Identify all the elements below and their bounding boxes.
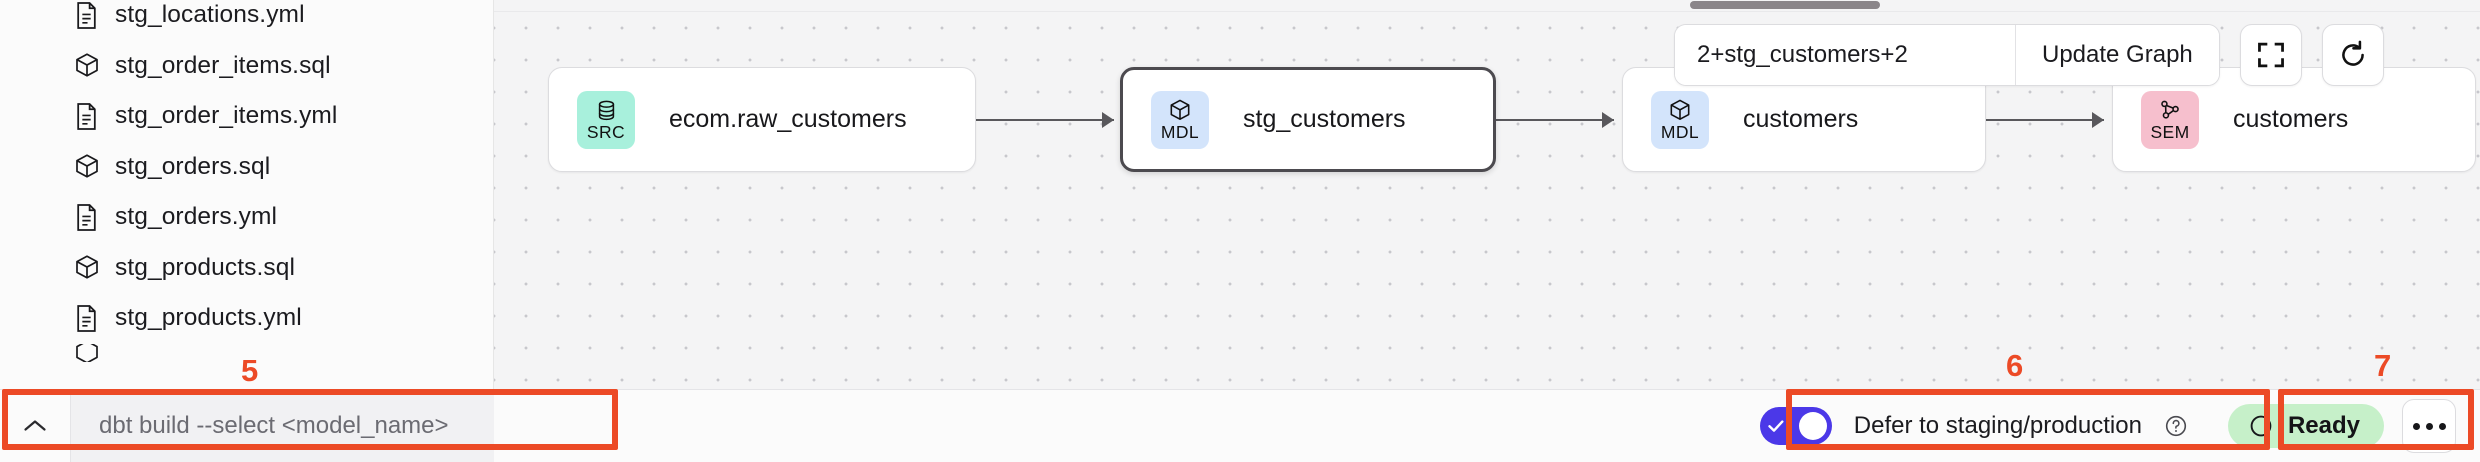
cube-sql-icon xyxy=(74,254,99,281)
file-yml-icon xyxy=(74,102,99,130)
horizontal-scrollbar[interactable] xyxy=(1690,1,1880,9)
file-name: stg_order_items.yml xyxy=(115,102,338,130)
more-dot xyxy=(2438,422,2446,430)
node-badge-label: SRC xyxy=(586,121,626,142)
cube-icon xyxy=(1170,99,1190,121)
canvas-top-divider xyxy=(494,11,2480,12)
more-dot xyxy=(2412,422,2420,430)
file-explorer-sidebar: stg_locations.yml stg_order_items.sql st… xyxy=(0,0,494,389)
node-badge-label: MDL xyxy=(1160,122,1200,142)
lineage-graph-canvas[interactable]: SRC ecom.raw_customers MDL stg_customers… xyxy=(494,0,2480,389)
toggle-knob xyxy=(1798,412,1827,440)
node-label: customers xyxy=(2233,105,2349,133)
file-name: stg_orders.yml xyxy=(115,203,278,231)
defer-label: Defer to staging/production xyxy=(1853,412,2142,439)
edge-customers-to-sem xyxy=(1984,119,2104,121)
edge-stg-to-customers xyxy=(1494,119,1614,121)
body-row: stg_locations.yml stg_order_items.sql st… xyxy=(0,0,2480,389)
file-item-stg-orders-yml[interactable]: stg_orders.yml xyxy=(0,192,493,243)
file-item-stg-order-items-yml[interactable]: stg_order_items.yml xyxy=(0,91,493,142)
file-name: stg_order_items.sql xyxy=(115,51,331,79)
status-bar-right: Defer to staging/production Ready xyxy=(494,390,2480,462)
file-yml-icon xyxy=(74,304,99,332)
cube-sql-icon xyxy=(74,153,99,180)
file-item-stg-locations-yml[interactable]: stg_locations.yml xyxy=(0,0,493,41)
cube-icon xyxy=(1670,99,1690,121)
file-name: stg_products.sql xyxy=(115,253,296,281)
file-item-stg-products-sql[interactable]: stg_products.sql xyxy=(0,243,493,294)
bottom-status-bar: dbt build --select <model_name> Defer to… xyxy=(0,389,2480,462)
status-label: Ready xyxy=(2287,412,2360,439)
node-badge-mdl: MDL xyxy=(1151,90,1209,149)
cube-sql-icon xyxy=(74,52,99,79)
node-badge-label: SEM xyxy=(2150,122,2190,142)
node-badge-sem: SEM xyxy=(2141,90,2199,149)
graph-selector-input[interactable] xyxy=(1675,25,2015,85)
defer-toggle-group[interactable]: Defer to staging/production xyxy=(1742,401,2210,451)
command-bar: dbt build --select <model_name> xyxy=(0,390,494,462)
file-name: stg_orders.sql xyxy=(115,152,271,180)
node-badge-src: SRC xyxy=(577,90,635,149)
more-options-button[interactable] xyxy=(2402,399,2456,453)
node-label: ecom.raw_customers xyxy=(669,105,907,133)
fit-to-screen-icon xyxy=(2257,42,2284,68)
semantic-icon xyxy=(2161,100,2179,119)
node-label: customers xyxy=(1743,105,1859,133)
toolbar-divider xyxy=(2015,25,2016,85)
more-dot xyxy=(2425,422,2433,430)
defer-toggle-switch[interactable] xyxy=(1759,407,1832,445)
command-input[interactable]: dbt build --select <model_name> xyxy=(71,390,494,462)
file-name: stg_locations.yml xyxy=(115,1,305,29)
arrowhead-customers-to-sem xyxy=(2092,112,2104,128)
file-item-stg-products-yml[interactable]: stg_products.yml xyxy=(0,293,493,344)
update-graph-button[interactable]: Update Graph xyxy=(2016,25,2219,85)
file-yml-icon xyxy=(74,1,99,29)
file-yml-icon xyxy=(74,203,99,231)
question-circle-icon[interactable] xyxy=(2164,414,2188,438)
graph-toolbar: Update Graph xyxy=(1674,24,2384,86)
command-bar-collapse-button[interactable] xyxy=(0,390,71,462)
chevron-up-icon xyxy=(24,420,46,431)
status-badge-ready[interactable]: Ready xyxy=(2227,404,2384,448)
arrowhead-stg-to-customers xyxy=(1602,112,1614,128)
file-item-partial[interactable] xyxy=(0,343,493,362)
file-item-stg-orders-sql[interactable]: stg_orders.sql xyxy=(0,142,493,193)
database-icon xyxy=(598,100,614,120)
graph-selector-group: Update Graph xyxy=(1674,24,2220,86)
refresh-icon xyxy=(2341,40,2364,66)
graph-node-stg-customers[interactable]: MDL stg_customers xyxy=(1120,67,1496,172)
refresh-button[interactable] xyxy=(2321,24,2384,86)
node-badge-label: MDL xyxy=(1660,122,1700,142)
file-name: stg_products.yml xyxy=(115,304,302,332)
check-icon xyxy=(1768,420,1784,432)
fit-to-screen-button[interactable] xyxy=(2239,24,2302,86)
node-label: stg_customers xyxy=(1243,105,1406,133)
node-badge-mdl: MDL xyxy=(1651,90,1709,149)
arrowhead-src-to-stg xyxy=(1102,112,1114,128)
cube-sql-icon xyxy=(74,343,99,362)
graph-node-ecom-raw-customers[interactable]: SRC ecom.raw_customers xyxy=(548,67,976,172)
edge-src-to-stg xyxy=(974,119,1114,121)
circle-icon xyxy=(2250,415,2272,437)
file-item-stg-order-items-sql[interactable]: stg_order_items.sql xyxy=(0,41,493,92)
